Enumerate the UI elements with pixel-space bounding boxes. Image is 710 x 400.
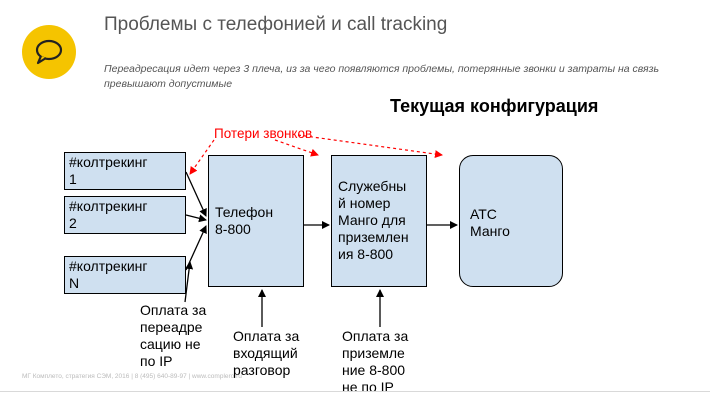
service-box-line: Манго для <box>338 212 406 228</box>
note-line: по IP <box>140 353 173 369</box>
arrow-tracking-1-to-phone <box>185 171 207 217</box>
tracking-box-label: #колтрекинг <box>69 154 148 170</box>
tracking-box-number: N <box>69 275 80 291</box>
tracking-box-number: 2 <box>69 215 77 231</box>
phone-box-label: Телефон <box>215 204 274 220</box>
phone-box-number: 8-800 <box>215 221 251 237</box>
tracking-box-label: #колтрекинг <box>69 198 148 214</box>
footer-divider <box>0 391 710 392</box>
service-box-line: й номер <box>338 195 391 211</box>
loss-arrow-tracking <box>189 139 215 175</box>
service-box-line: приземлен <box>338 229 409 245</box>
footer-text: МГ Комплето, стратегия СЭМ, 2016 | 8 (49… <box>22 373 242 380</box>
page-subtitle: Переадресация идет через 3 плеча, из за … <box>104 63 660 90</box>
note-line: разговор <box>233 362 291 378</box>
service-box-line: Служебны <box>338 178 407 194</box>
speech-bubble-icon <box>35 39 63 65</box>
atc-mango-box: АТС Манго <box>459 155 563 287</box>
tracking-box-2: #колтрекинг 2 <box>64 196 186 234</box>
note-line: переадре <box>140 319 203 335</box>
note-line: входящий <box>233 345 298 361</box>
service-box-line: ия 8-800 <box>338 246 394 262</box>
note-line: Оплата за <box>233 328 300 344</box>
note-line: ние 8-800 <box>342 362 406 378</box>
atc-box-label: АТС <box>470 206 497 222</box>
note-line: приземле <box>342 345 405 361</box>
arrow-tracking-2-to-phone <box>185 214 207 223</box>
tracking-box-number: 1 <box>69 171 77 187</box>
atc-box-name: Манго <box>470 223 510 239</box>
tracking-box-1: #колтрекинг 1 <box>64 152 186 190</box>
page-title: Проблемы с телефонией и call tracking <box>104 14 448 35</box>
arrow-tracking-n-to-phone <box>185 225 207 271</box>
note-line: сацию не <box>140 336 201 352</box>
note-line: Оплата за <box>140 302 207 318</box>
arrow-note-ip <box>184 261 194 303</box>
service-number-box: Служебны й номер Манго для приземлен ия … <box>331 155 427 287</box>
tracking-box-label: #колтрекинг <box>69 258 148 274</box>
loss-arrow-phone <box>274 139 319 157</box>
note-line: Оплата за <box>342 328 409 344</box>
diagram-heading: Текущая конфигурация <box>390 96 599 116</box>
call-loss-label: Потери звонков <box>214 126 313 141</box>
tracking-box-n: #колтрекинг N <box>64 256 186 294</box>
note-incoming-call: Оплата за входящий разговор <box>233 328 299 379</box>
logo-badge <box>22 25 76 79</box>
loss-arrow-service <box>297 134 443 158</box>
note-ip-forwarding: Оплата за переадре сацию не по IP <box>140 302 206 370</box>
phone-8800-box: Телефон 8-800 <box>208 155 304 287</box>
